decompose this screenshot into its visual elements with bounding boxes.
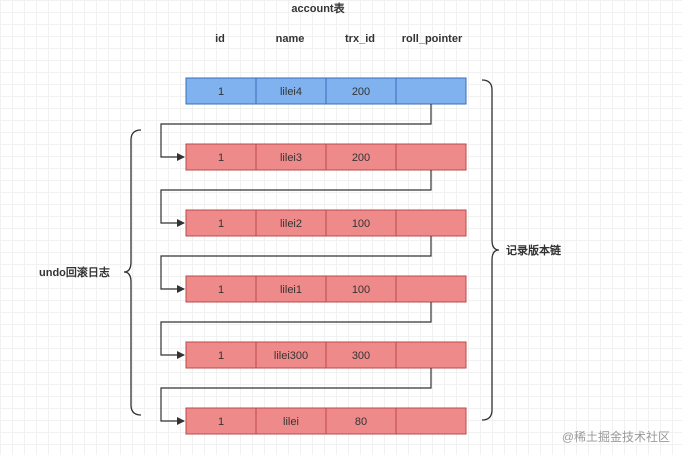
cell-id-value: 1 [218,350,224,362]
cell-name [255,407,327,435]
cell-name [255,341,327,369]
cell-id [185,77,257,105]
roll-pointer-arrow [160,368,432,425]
cell-trx-id [325,77,397,105]
watermark-text: @稀土掘金技术社区 [561,430,670,444]
cell-id-value: 1 [218,284,224,296]
cell-id [185,209,257,237]
cell-roll-pointer [395,209,467,237]
roll-pointer-arrow [160,236,432,293]
cell-trx-id-value: 100 [352,218,370,230]
cell-roll-pointer [395,143,467,171]
cell-roll-pointer [395,407,467,435]
cell-roll-pointer [395,275,467,303]
roll-pointer-arrow [160,170,432,227]
roll-pointer-arrow [160,104,432,161]
cell-name [255,77,327,105]
cell-trx-id [325,143,397,171]
cell-name-value: lilei2 [280,218,302,230]
cell-id-value: 1 [218,218,224,230]
column-header-trx-id: trx_id [345,33,375,45]
cell-trx-id-value: 300 [352,350,370,362]
cell-trx-id-value: 200 [352,152,370,164]
diagram-title: account表 [291,1,345,15]
undo-log-label: undo回滚日志 [39,265,110,279]
cell-name-value: lilei [283,416,299,428]
version-chain-brace [481,79,500,421]
cell-roll-pointer [395,77,467,105]
cell-id-value: 1 [218,152,224,164]
cell-trx-id-value: 100 [352,284,370,296]
cell-trx-id-value: 80 [355,416,367,428]
cell-roll-pointer [395,341,467,369]
cell-name-value: lilei3 [280,152,302,164]
column-headers: id name trx_id roll_pointer [215,33,463,45]
cell-id [185,275,257,303]
record-row: 1 lilei4 200 [185,77,467,105]
record-row: 1 lilei3 200 [185,143,467,171]
roll-pointer-arrows [160,104,432,425]
column-header-roll-pointer: roll_pointer [402,33,463,45]
record-row: 1 lilei1 100 [185,275,467,303]
record-row: 1 lilei 80 [185,407,467,435]
cell-id-value: 1 [218,416,224,428]
cell-name-value: lilei300 [274,350,308,362]
undo-log-brace [123,129,142,416]
record-row: 1 lilei300 300 [185,341,467,369]
cell-trx-id [325,275,397,303]
column-header-name: name [276,33,305,45]
cell-name [255,209,327,237]
cell-id-value: 1 [218,86,224,98]
watermark: @稀土掘金技术社区 [562,428,670,445]
column-header-id: id [215,33,225,45]
cell-trx-id-value: 200 [352,86,370,98]
version-chain-label: 记录版本链 [506,243,562,257]
roll-pointer-arrow [160,302,432,359]
record-row: 1 lilei2 100 [185,209,467,237]
cell-name-value: lilei4 [280,86,302,98]
cell-name-value: lilei1 [280,284,302,296]
cell-name [255,143,327,171]
